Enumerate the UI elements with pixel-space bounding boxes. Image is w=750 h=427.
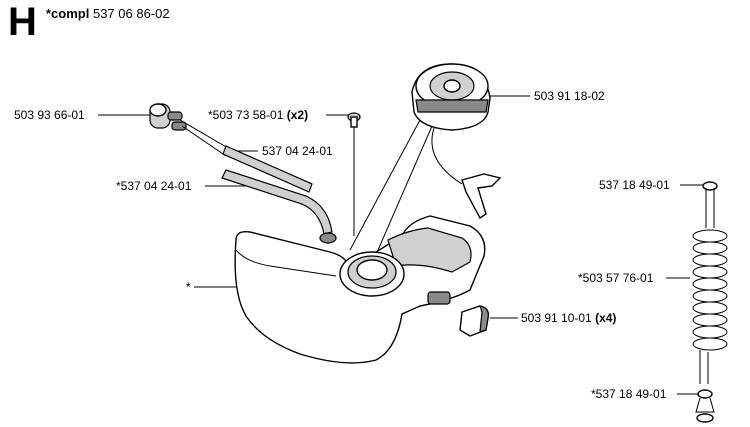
label-filter-screw-part: *503 73 58-01 [208, 108, 284, 122]
label-grommet-left: 503 93 66-01 [14, 108, 85, 122]
label-rubber-buffer-qty: (x4) [595, 311, 617, 325]
label-hose-lower: *537 04 24-01 [116, 179, 192, 193]
spring-hose-part [692, 181, 728, 423]
compl-number: 537 06 86-02 [92, 6, 170, 21]
label-rubber-buffer-part: 503 91 10-01 [521, 311, 592, 325]
fuel-tank-part [234, 215, 486, 364]
filter-screw-part [347, 112, 361, 128]
section-letter: H [8, 0, 37, 44]
hose-upper-part [222, 145, 313, 193]
label-clamp-bottom: *537 18 49-01 [591, 387, 667, 401]
label-filter-screw: *503 73 58-01 (x2) [208, 108, 308, 122]
label-rubber-buffer: 503 91 10-01 (x4) [521, 311, 616, 325]
cap-guide-2 [377, 125, 433, 251]
cap-guide-1 [349, 119, 421, 251]
compl-prefix: *compl [46, 6, 90, 21]
compl-header: *compl 537 06 86-02 [46, 6, 170, 21]
label-tank: * [186, 280, 191, 294]
fuel-cap-part [411, 63, 502, 220]
label-hose-upper: 537 04 24-01 [262, 144, 333, 158]
grommet-left-part [149, 103, 229, 157]
label-spring-hose: *503 57 76-01 [578, 271, 654, 285]
label-fuel-cap: 503 91 18-02 [534, 89, 605, 103]
label-filter-screw-qty: (x2) [286, 108, 309, 122]
hose-lower-part [221, 169, 337, 244]
rubber-buffer-part [427, 291, 490, 337]
label-clamp-top: 537 18 49-01 [599, 178, 670, 192]
